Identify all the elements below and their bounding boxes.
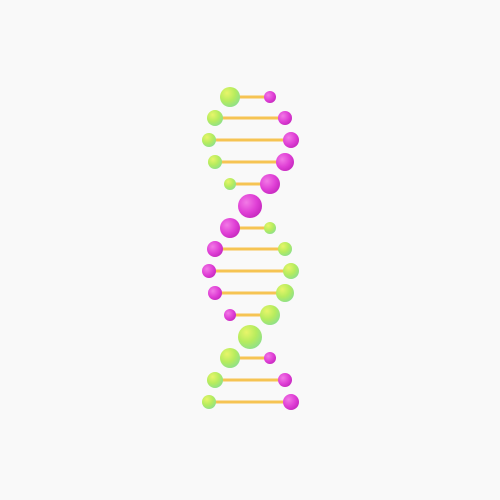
helix-bead xyxy=(207,241,223,257)
helix-bead xyxy=(208,286,222,300)
helix-bead xyxy=(283,263,299,279)
helix-bead xyxy=(260,174,280,194)
helix-bead xyxy=(283,132,299,148)
helix-bead xyxy=(260,305,280,325)
helix-bead xyxy=(278,373,292,387)
helix-bead xyxy=(207,372,223,388)
helix-bead xyxy=(202,264,216,278)
helix-bead xyxy=(276,153,294,171)
helix-bead xyxy=(202,395,216,409)
helix-bead xyxy=(278,111,292,125)
helix-bead xyxy=(238,325,262,349)
helix-bead xyxy=(264,352,276,364)
helix-bead xyxy=(264,91,276,103)
helix-bead xyxy=(208,155,222,169)
helix-bead xyxy=(207,110,223,126)
helix-bead xyxy=(264,222,276,234)
helix-bead xyxy=(202,133,216,147)
helix-bead xyxy=(224,178,236,190)
helix-bead xyxy=(220,87,240,107)
helix-bead xyxy=(276,284,294,302)
helix-bead xyxy=(220,218,240,238)
helix-bead xyxy=(283,394,299,410)
helix-bead xyxy=(238,194,262,218)
helix-bead xyxy=(224,309,236,321)
helix-beads xyxy=(202,87,299,410)
helix-bead xyxy=(220,348,240,368)
helix-bead xyxy=(278,242,292,256)
